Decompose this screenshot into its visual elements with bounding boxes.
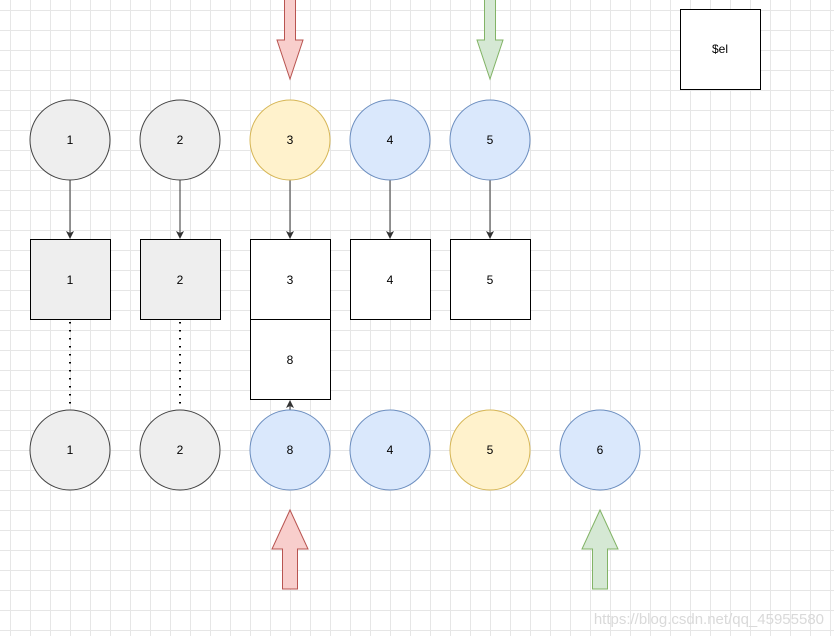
new-vnode-circle-outline — [349, 409, 431, 491]
dom-node-label: 3 — [287, 273, 294, 287]
new-vnode-circle-outline — [29, 409, 111, 491]
old-end-pointer-arrow — [476, 0, 504, 81]
dom-node-label: 2 — [177, 273, 184, 287]
old-vnode: 3 — [249, 99, 331, 181]
new-vnode-circle-outline — [559, 409, 641, 491]
connectors-group — [66, 180, 494, 410]
old-vnodes-row: 1 2 3 4 5 — [29, 99, 531, 181]
new-vnode-label: 8 — [287, 443, 294, 457]
new-vnode-label: 4 — [387, 443, 394, 457]
dom-node-rect — [350, 239, 431, 320]
el-box-label: $el — [712, 42, 728, 56]
old-vnode-circle — [140, 100, 220, 180]
new-start-pointer-arrow — [271, 508, 309, 590]
old-vnode-circle — [250, 100, 330, 180]
new-vnode: 4 — [349, 409, 431, 491]
new-vnode-circle — [560, 410, 640, 490]
new-vnode-circle — [140, 410, 220, 490]
new-vnode-circle — [350, 410, 430, 490]
new-vnodes-row: 1 2 8 4 5 — [29, 409, 641, 491]
dom-node-rect — [30, 239, 111, 320]
new-vnode: 6 — [559, 409, 641, 491]
old-vnode-circle — [350, 100, 430, 180]
old-vnode-circle — [30, 100, 110, 180]
new-vnode: 5 — [449, 409, 531, 491]
new-vnode-circle — [450, 410, 530, 490]
old-vnode-circle-outline — [449, 99, 531, 181]
dom-node-label: 8 — [287, 353, 294, 367]
old-vnode-circle — [450, 100, 530, 180]
new-vnode: 2 — [139, 409, 221, 491]
el-box-rect — [680, 9, 761, 90]
new-vnode-label: 5 — [487, 443, 494, 457]
old-vnode-label: 2 — [177, 133, 184, 147]
dom-node: 4 — [350, 239, 431, 320]
el-box: $el — [680, 9, 761, 90]
new-vnode-label: 1 — [67, 443, 74, 457]
dom-node-rect — [250, 319, 331, 400]
dom-node-label: 5 — [487, 273, 494, 287]
dom-node: 1 — [30, 239, 111, 320]
new-vnode-circle-outline — [249, 409, 331, 491]
old-vnode-label: 4 — [387, 133, 394, 147]
dom-node-label: 4 — [387, 273, 394, 287]
old-vnode-label: 1 — [67, 133, 74, 147]
old-vnode-circle-outline — [249, 99, 331, 181]
old-vnode: 5 — [449, 99, 531, 181]
dom-node: 5 — [450, 239, 531, 320]
new-vnode-label: 2 — [177, 443, 184, 457]
pointer-arrows-group — [271, 0, 619, 590]
new-vnode-circle-outline — [139, 409, 221, 491]
dom-node: 3 — [250, 239, 331, 320]
old-vnode-label: 5 — [487, 133, 494, 147]
old-vnode-circle-outline — [349, 99, 431, 181]
dom-node-rect — [140, 239, 221, 320]
watermark-text: https://blog.csdn.net/qq_45955580 — [593, 611, 824, 628]
dom-node-label: 1 — [67, 273, 74, 287]
old-vnode-circle-outline — [29, 99, 111, 181]
old-vnode: 4 — [349, 99, 431, 181]
dom-node-rect — [450, 239, 531, 320]
new-vnode-circle — [30, 410, 110, 490]
old-vnode-label: 3 — [287, 133, 294, 147]
new-vnode-circle — [250, 410, 330, 490]
dom-node-rect — [250, 239, 331, 320]
old-vnode: 2 — [139, 99, 221, 181]
dom-node-inserted: 8 — [250, 319, 331, 400]
new-vnode-circle-outline — [449, 409, 531, 491]
new-vnode-label: 6 — [597, 443, 604, 457]
new-end-pointer-arrow — [581, 508, 619, 590]
old-start-pointer-arrow — [276, 0, 304, 81]
new-vnode: 8 — [249, 409, 331, 491]
old-vnode: 1 — [29, 99, 111, 181]
old-vnode-circle-outline — [139, 99, 221, 181]
dom-nodes-row: 1 2 3 8 4 5 — [30, 239, 531, 400]
new-vnode: 1 — [29, 409, 111, 491]
dom-node: 2 — [140, 239, 221, 320]
